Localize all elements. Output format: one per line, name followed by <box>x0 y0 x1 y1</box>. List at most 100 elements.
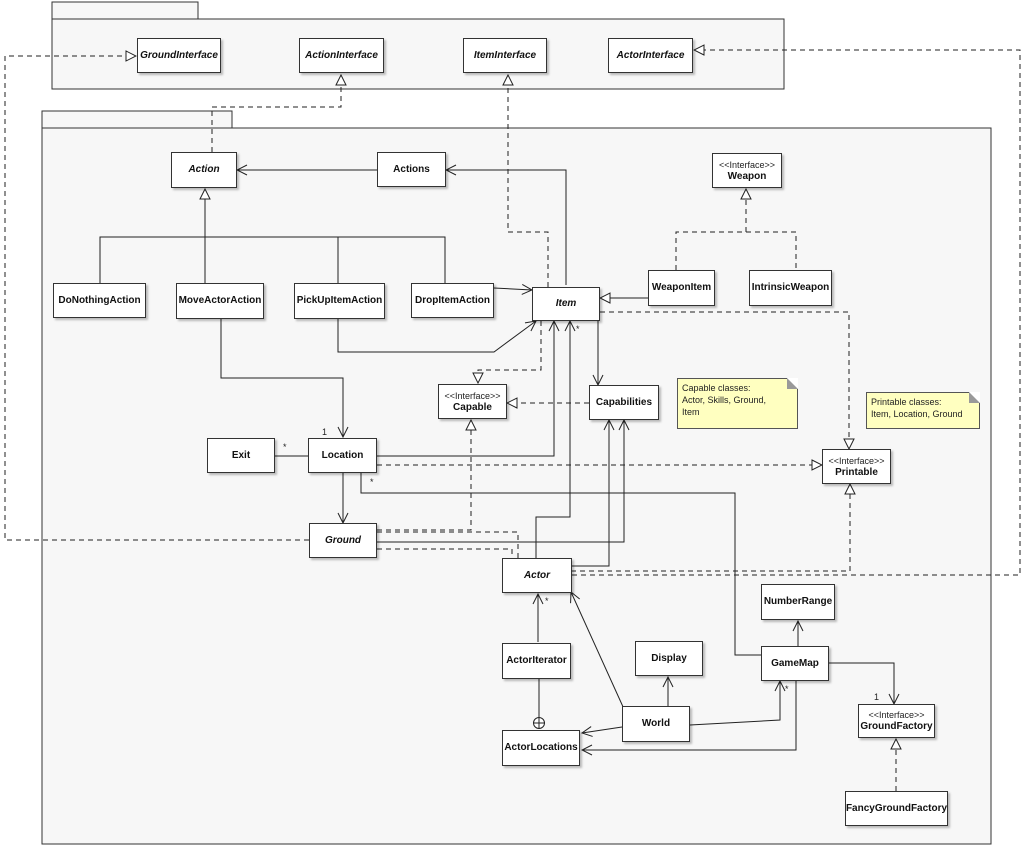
world-to-actorlocations-line <box>582 727 623 733</box>
fancy-ground-factory-name: FancyGroundFactory <box>845 802 948 814</box>
ground-name: Ground <box>324 534 362 546</box>
gamemap-to-actorlocations-line <box>582 681 797 750</box>
ground-interface-name: GroundInterface <box>140 49 218 61</box>
weapon-stereotype: <<Interface>> <box>718 159 776 170</box>
ground-to-actor-dependency <box>377 531 519 558</box>
ground-factory-stereotype: <<Interface>> <box>868 710 925 720</box>
action-interface-box[interactable]: ActionInterface <box>299 38 384 73</box>
iteminterface-realization-line <box>508 75 549 287</box>
item-to-capable-realization <box>478 321 542 383</box>
weapon-name: Weapon <box>727 170 767 182</box>
printable-classes-note: Printable classes: Item, Location, Groun… <box>866 392 980 429</box>
printable-name: Printable <box>835 466 878 478</box>
capable-note-line1: Capable classes: <box>682 383 751 393</box>
world-name: World <box>641 718 671 729</box>
printable-stereotype: <<Interface>> <box>828 455 885 466</box>
item-interface-box[interactable]: ItemInterface <box>463 38 547 73</box>
number-range-name: NumberRange <box>763 596 833 607</box>
ground-to-capabilities-line <box>377 420 624 543</box>
exit-box[interactable]: Exit <box>207 438 275 473</box>
item-to-actions-line <box>446 170 567 285</box>
capabilities-name: Capabilities <box>595 396 653 408</box>
actor-iterator-box[interactable]: ActorIterator <box>502 643 571 679</box>
game-map-box[interactable]: GameMap <box>761 646 829 681</box>
location-to-gamemap-line <box>360 473 761 656</box>
printable-note-line2: Item, Location, Ground <box>871 409 963 419</box>
intrinsic-weapon-box[interactable]: IntrinsicWeapon <box>749 270 832 306</box>
capable-note-line2: Actor, Skills, Ground, <box>682 395 767 405</box>
printable-interface-box[interactable]: <<Interface>> Printable <box>822 449 891 484</box>
intrinsic-weapon-name: IntrinsicWeapon <box>751 282 830 293</box>
number-range-box[interactable]: NumberRange <box>761 584 835 620</box>
weapon-interface-box[interactable]: <<Interface>> Weapon <box>712 153 782 188</box>
location-multiplicity-many: * <box>370 477 374 487</box>
item-to-printable-realization <box>600 311 849 449</box>
location-box[interactable]: Location <box>308 438 377 473</box>
move-actor-action-name: MoveActorAction <box>178 295 262 306</box>
capable-name: Capable <box>453 401 492 413</box>
item-multiplicity-many: * <box>576 324 580 334</box>
move-actor-action-box[interactable]: MoveActorAction <box>176 283 264 319</box>
item-box[interactable]: Item <box>532 287 600 321</box>
ground-factory-interface-box[interactable]: <<Interface>> GroundFactory <box>858 704 935 738</box>
actor-locations-name: ActorLocations <box>504 742 578 753</box>
capable-classes-note: Capable classes: Actor, Skills, Ground, … <box>677 378 798 429</box>
do-nothing-action-box[interactable]: DoNothingAction <box>53 283 146 318</box>
groundfactory-multiplicity-one: 1 <box>874 692 880 702</box>
actor-interface-box[interactable]: ActorInterface <box>608 38 693 73</box>
actor-iterator-name: ActorIterator <box>506 655 567 666</box>
item-interface-name: ItemInterface <box>473 49 537 61</box>
exit-multiplicity-many: * <box>283 442 287 452</box>
ground-box[interactable]: Ground <box>309 523 377 558</box>
actor-interface-name: ActorInterface <box>616 49 685 61</box>
drop-item-action-name: DropItemAction <box>415 294 490 306</box>
capabilities-box[interactable]: Capabilities <box>589 385 659 420</box>
capable-stereotype: <<Interface>> <box>444 390 501 401</box>
location-multiplicity-one: 1 <box>322 427 328 437</box>
drop-item-action-box[interactable]: DropItemAction <box>411 283 494 318</box>
fancy-ground-factory-box[interactable]: FancyGroundFactory <box>845 791 948 826</box>
actor-name: Actor <box>523 569 551 581</box>
exit-name: Exit <box>231 449 251 461</box>
pick-up-item-action-box[interactable]: PickUpItemAction <box>294 283 385 319</box>
actor-box[interactable]: Actor <box>502 558 572 593</box>
note-fold-corner <box>787 378 798 389</box>
dropitem-to-item-line <box>493 288 532 290</box>
weapon-realization-lines <box>675 231 797 270</box>
ground-factory-name: GroundFactory <box>860 721 933 732</box>
actor-locations-box[interactable]: ActorLocations <box>502 730 580 766</box>
capable-note-line3: Item <box>682 407 700 417</box>
pickup-to-item-line <box>337 319 536 353</box>
actor-to-item-line <box>535 321 570 558</box>
display-box[interactable]: Display <box>635 641 703 676</box>
game-package <box>41 110 992 845</box>
display-name: Display <box>651 652 687 664</box>
action-generalization-lines <box>99 189 446 283</box>
actorinterface-realization-line <box>572 50 1021 576</box>
location-name: Location <box>321 449 364 461</box>
actor-to-capabilities-line <box>572 420 609 567</box>
world-box[interactable]: World <box>622 706 690 742</box>
action-name: Action <box>188 164 220 175</box>
actioninterface-realization-line <box>211 75 341 152</box>
ground-to-capable-realization <box>377 420 471 531</box>
ground-interface-box[interactable]: GroundInterface <box>137 38 221 73</box>
item-name: Item <box>555 298 577 309</box>
game-map-name: GameMap <box>771 657 819 669</box>
world-to-gamemap-line <box>689 681 780 726</box>
gamemap-to-groundfactory-line <box>829 662 894 704</box>
world-to-actor-line <box>571 592 625 710</box>
moveactor-to-location-line <box>220 319 343 437</box>
gamemap-multiplicity-many: * <box>785 684 789 694</box>
actions-name: Actions <box>393 163 430 175</box>
actions-box[interactable]: Actions <box>377 152 446 187</box>
capable-interface-box[interactable]: <<Interface>> Capable <box>438 384 507 419</box>
weapon-item-box[interactable]: WeaponItem <box>648 270 715 306</box>
note-fold-corner <box>969 392 980 403</box>
action-box[interactable]: Action <box>171 152 237 188</box>
location-to-item-line <box>377 321 554 457</box>
action-interface-name: ActionInterface <box>305 49 378 61</box>
do-nothing-action-name: DoNothingAction <box>58 294 141 306</box>
